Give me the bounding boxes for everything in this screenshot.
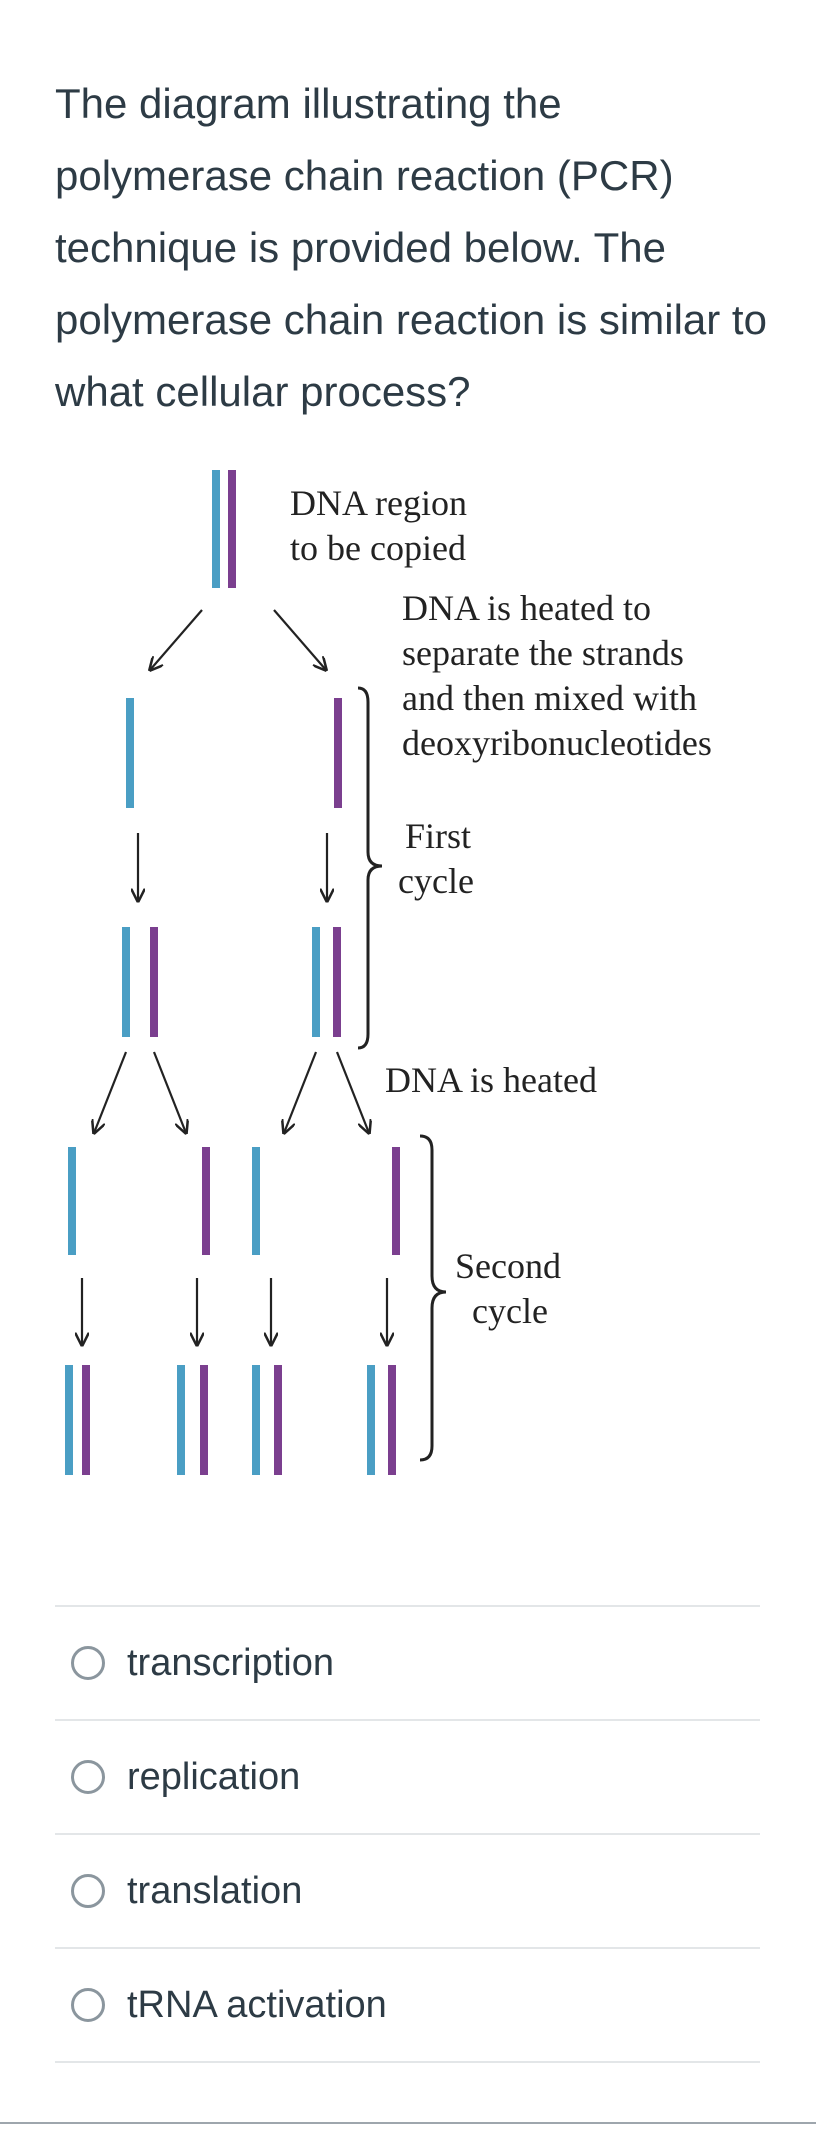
radio-button[interactable]: [71, 1646, 105, 1680]
label-region-1: DNA region: [290, 483, 467, 523]
split-arrow: [152, 1051, 186, 1133]
pcr-diagram: DNA region to be copied DNA is heated to…: [65, 470, 712, 1475]
split-arrow: [284, 1051, 318, 1133]
label-first-2: cycle: [398, 861, 474, 901]
first-cycle-product-right: [312, 927, 341, 1037]
label-heated-4: deoxyribonucleotides: [402, 723, 712, 763]
radio-button[interactable]: [71, 1988, 105, 2022]
second-cycle-product: [177, 1365, 208, 1475]
bottom-divider: [0, 2122, 816, 2124]
radio-button[interactable]: [71, 1760, 105, 1794]
choice-translation[interactable]: translation: [55, 1835, 760, 1949]
original-dna: [212, 470, 236, 588]
second-cycle-product: [65, 1365, 90, 1475]
first-cycle-product-left: [122, 927, 158, 1037]
question-text: The diagram illustrating the polymerase …: [55, 80, 767, 415]
split-arrow: [94, 1051, 128, 1133]
label-heated-1: DNA is heated to: [402, 588, 651, 628]
label-second-2: cycle: [472, 1291, 548, 1331]
choice-label[interactable]: tRNA activation: [127, 1983, 387, 2026]
split-arrow-right: [273, 609, 326, 670]
label-first-1: First: [405, 816, 471, 856]
second-cycle-brace: [419, 1134, 447, 1462]
choice-label[interactable]: transcription: [127, 1641, 334, 1684]
choice-label[interactable]: replication: [127, 1755, 301, 1798]
choice-transcription[interactable]: transcription: [55, 1607, 760, 1721]
label-region-2: to be copied: [290, 528, 466, 568]
choice-trna-activation[interactable]: tRNA activation: [55, 1949, 760, 2063]
label-heated-3: and then mixed with: [402, 678, 697, 718]
choice-label[interactable]: translation: [127, 1869, 303, 1912]
split-arrow-left: [150, 609, 203, 670]
first-cycle-brace: [357, 686, 383, 1050]
choice-replication[interactable]: replication: [55, 1721, 760, 1835]
second-cycle-product: [367, 1365, 396, 1475]
radio-button[interactable]: [71, 1874, 105, 1908]
second-cycle-product: [252, 1365, 282, 1475]
label-heated-2: separate the strands: [402, 633, 684, 673]
label-second-1: Second: [455, 1246, 561, 1286]
label-heated-again: DNA is heated: [385, 1060, 597, 1100]
split-arrow: [335, 1051, 369, 1133]
answer-choices: transcription replication translation tR…: [55, 1605, 760, 2063]
